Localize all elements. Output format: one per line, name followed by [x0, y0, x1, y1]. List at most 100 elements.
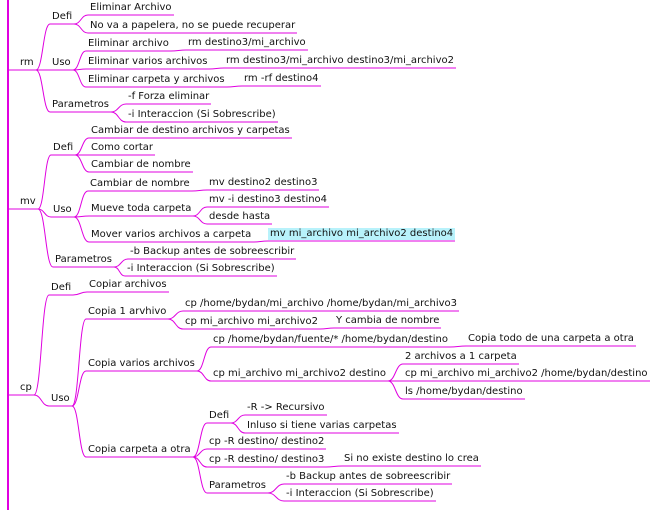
node-mv-defi-item[interactable]: Como cortar [91, 142, 154, 153]
node-mv-uso-item[interactable]: Mover varios archivos a carpeta [91, 229, 252, 240]
branch-link [35, 23, 51, 71]
node-mv-defi-item[interactable]: Cambiar de nombre [91, 159, 191, 170]
node-mv-uso[interactable]: Uso [53, 204, 72, 215]
node-rm-uso-cmd[interactable]: rm destino3/mi_archivo [188, 37, 306, 48]
node-cp-copia1-note[interactable]: Y cambia de nombre [336, 315, 440, 326]
branch-link [267, 483, 285, 494]
branch-link [387, 380, 404, 400]
node-rm-uso-cmd[interactable]: rm -rf destino4 [244, 73, 319, 84]
branch-link [387, 363, 404, 382]
node-cp-carpeta-param-item[interactable]: -i Interaccion (Si Sobrescribe) [286, 488, 434, 499]
branch-link [33, 294, 50, 396]
node-rm-uso-cmd[interactable]: rm destino3/mi_archivo destino3/mi_archi… [226, 55, 454, 66]
node-cp-varios-sub[interactable]: 2 archivos a 1 carpeta [405, 351, 517, 362]
node-rm-parametros[interactable]: Parametros [52, 99, 109, 110]
node-cp-carpeta-defi[interactable]: Defi [209, 410, 230, 421]
node-mv-uso-item[interactable]: Cambiar de nombre [90, 178, 190, 189]
branch-link [192, 456, 208, 494]
node-mv-uso-cmd[interactable]: mv destino2 destino3 [209, 177, 318, 188]
branch-link [74, 137, 90, 156]
node-cp-uso[interactable]: Uso [51, 393, 70, 404]
node-mv-param-item[interactable]: -i Interaccion (Si Sobrescribe) [127, 263, 275, 274]
branch-link [113, 266, 126, 277]
node-cp-varios-sub[interactable]: ls /home/bydan/destino [405, 386, 523, 397]
node-cp-copia1[interactable]: Copia 1 arvhivo [88, 306, 167, 317]
branch-link [113, 258, 129, 268]
node-cp-varios[interactable]: Copia varios archivos [88, 358, 195, 369]
node-cp-defi-item[interactable]: Copiar archivos [89, 279, 167, 290]
branch-link [230, 414, 246, 424]
branch-link [226, 85, 243, 88]
branch-link [196, 346, 212, 372]
node-cp-carpeta-defi-item[interactable]: Inluso si tiene varias carpetas [247, 420, 397, 431]
branch-link [71, 318, 87, 407]
branch-link [110, 111, 127, 123]
branch-link [110, 103, 127, 113]
branch-link [192, 422, 208, 458]
node-rm-defi[interactable]: Defi [52, 11, 73, 22]
branch-link [196, 370, 212, 382]
node-rm[interactable]: rm [20, 57, 34, 68]
node-cp-carpeta-param-item[interactable]: -b Backup antes de sobreescribir [286, 471, 451, 482]
node-mv-defi[interactable]: Defi [53, 142, 74, 153]
branch-link [170, 49, 187, 52]
branch-link [72, 291, 88, 296]
node-mv-param-item[interactable]: -b Backup antes de sobreescribir [130, 246, 295, 257]
node-cp[interactable]: cp [20, 382, 32, 393]
node-cp-copia1-cmd[interactable]: cp mi_archivo mi_archivo2 [185, 316, 318, 327]
branch-link [167, 318, 184, 330]
branch-link [73, 14, 89, 25]
branch-link [167, 310, 184, 320]
branch-link [73, 23, 89, 34]
node-rm-uso-item[interactable]: Eliminar varios archivos [88, 56, 208, 67]
node-rm-param-item[interactable]: -i Interaccion (Si Sobrescribe) [128, 109, 276, 120]
node-cp-varios-cmd[interactable]: cp /home/bydan/fuente/* /home/bydan/dest… [213, 334, 448, 345]
node-cp-varios-note[interactable]: Copia todo de una carpeta a otra [468, 333, 634, 344]
branch-link [71, 405, 87, 458]
branch-link [449, 345, 467, 348]
branch-link [208, 67, 225, 70]
node-cp-carpeta-cmd[interactable]: cp -R destino/ destino2 [209, 436, 325, 447]
branch-link [35, 69, 51, 113]
node-mv-uso-cmd[interactable]: mv -i destino3 destino4 [209, 194, 328, 205]
branch-link [37, 208, 54, 268]
node-mv-uso-note[interactable]: desde hasta [209, 211, 271, 222]
branch-link [33, 394, 50, 407]
node-cp-varios-sub[interactable]: cp mi_archivo mi_archivo2 /home/bydan/de… [405, 368, 648, 379]
node-rm-uso-item[interactable]: Eliminar carpeta y archivos [88, 74, 225, 85]
node-rm-param-item[interactable]: -f Forza eliminar [128, 91, 210, 102]
branch-link [37, 154, 52, 210]
node-cp-varios-cmd[interactable]: cp mi_archivo mi_archivo2 destino [213, 368, 386, 379]
branch-link [73, 190, 89, 218]
node-rm-defi-item[interactable]: Eliminar Archivo [90, 2, 172, 13]
branch-link [74, 154, 90, 173]
node-cp-defi[interactable]: Defi [51, 282, 72, 293]
branch-link [192, 206, 208, 217]
branch-link [192, 215, 208, 225]
node-cp-carpeta-note[interactable]: Si no existe destino lo crea [344, 453, 479, 464]
branch-link [230, 422, 246, 434]
node-cp-carpeta-parametros[interactable]: Parametros [209, 480, 266, 491]
node-mv[interactable]: mv [20, 196, 36, 207]
node-cp-carpeta-defi-item[interactable]: -R -> Recursivo [247, 402, 325, 413]
node-mv-uso-cmd-highlighted[interactable]: mv mi_archivo mi_archivo2 destino4 [268, 228, 456, 240]
branch-link [267, 492, 285, 502]
branch-link [325, 465, 343, 468]
branch-link [73, 216, 90, 243]
node-cp-copia1-cmd[interactable]: cp /home/bydan/mi_archivo /home/bydan/mi… [185, 298, 458, 309]
branch-link [191, 189, 208, 192]
branch-link [72, 69, 87, 88]
node-cp-carpeta[interactable]: Copia carpeta a otra [88, 444, 191, 455]
node-rm-uso-item[interactable]: Eliminar archivo [88, 38, 169, 49]
branch-link [319, 327, 335, 330]
node-cp-carpeta-cmd[interactable]: cp -R destino/ destino3 [209, 454, 325, 465]
root-trunk [7, 0, 9, 510]
branch-link [72, 50, 87, 71]
node-rm-defi-item[interactable]: No va a papelera, no se puede recuperar [90, 20, 296, 31]
node-rm-uso[interactable]: Uso [52, 57, 71, 68]
node-mv-defi-item[interactable]: Cambiar de destino archivos y carpetas [91, 125, 290, 136]
branch-link [71, 370, 87, 407]
node-mv-uso-item[interactable]: Mueve toda carpeta [91, 203, 192, 214]
node-mv-parametros[interactable]: Parametros [55, 254, 112, 265]
